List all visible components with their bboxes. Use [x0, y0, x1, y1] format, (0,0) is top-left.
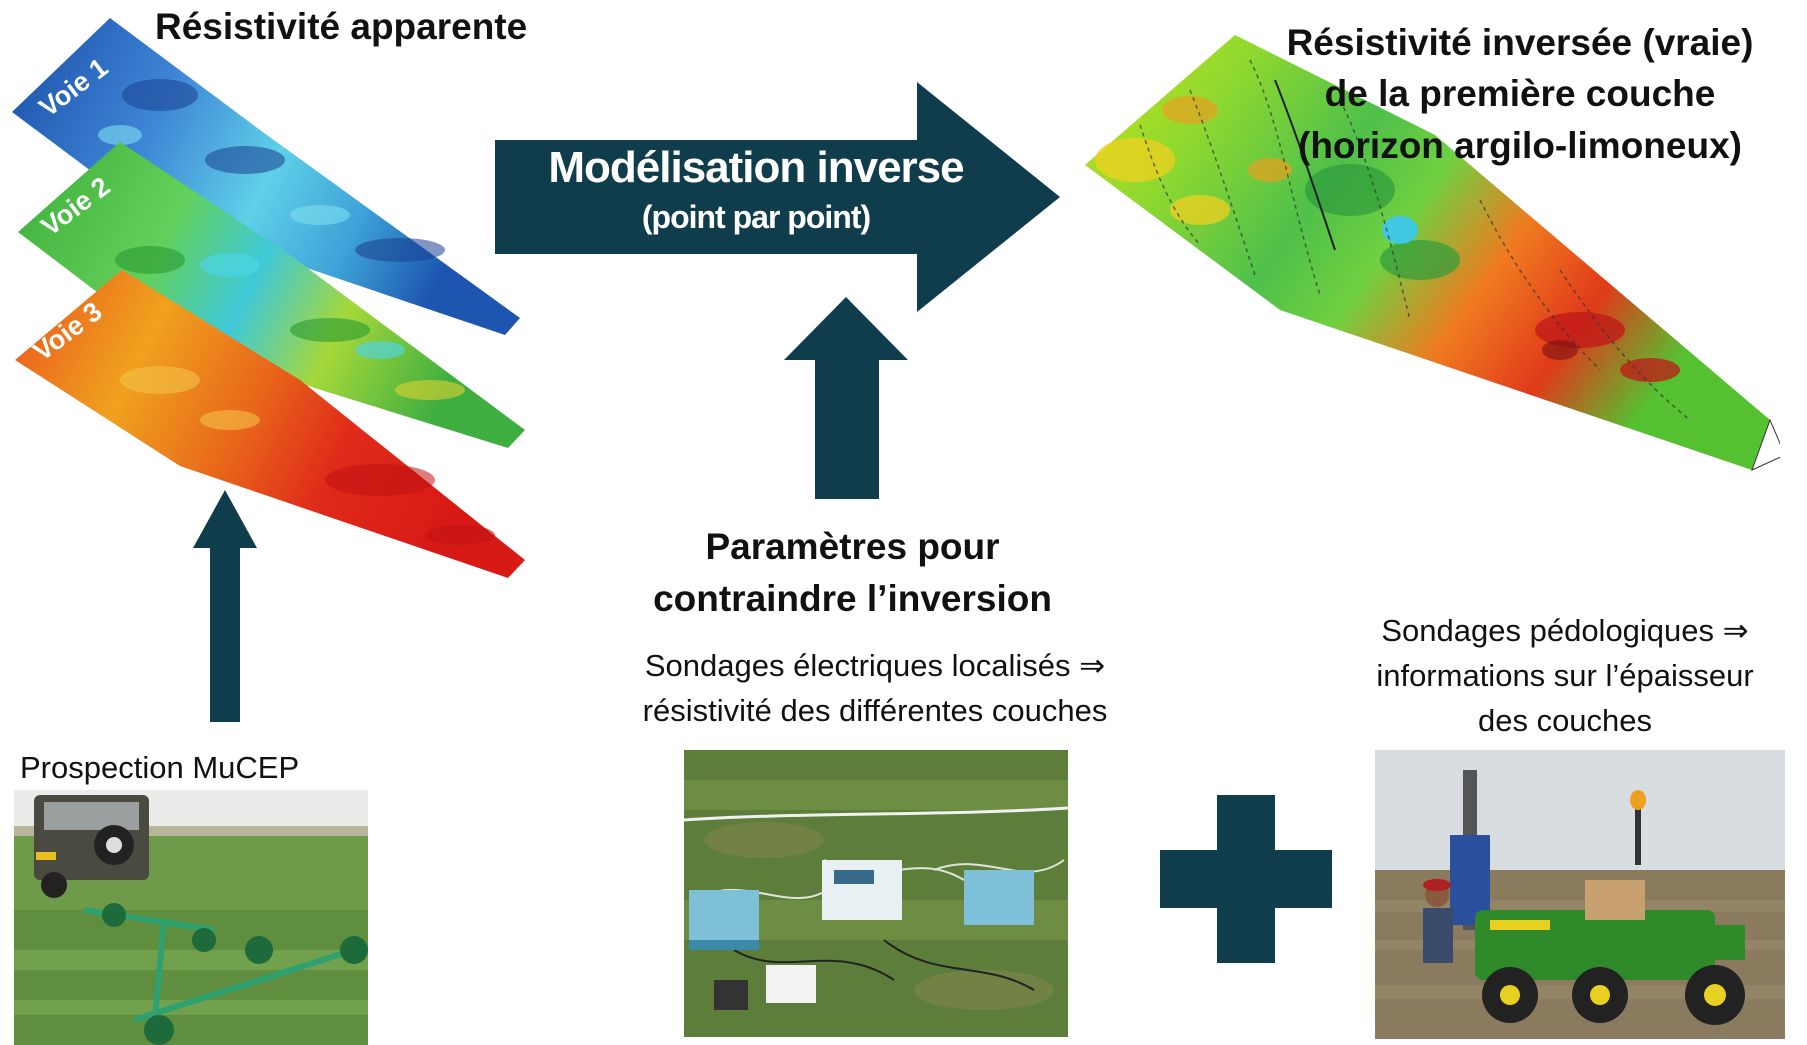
plus-icon	[1160, 795, 1332, 963]
inverse-modeling-arrow	[495, 82, 1060, 312]
pedological-sounding-photo	[1375, 750, 1785, 1039]
inverted-title-line1: Résistivité inversée (vraie)	[1286, 22, 1754, 63]
electrical-line1: Sondages électriques localisés ⇒	[644, 648, 1106, 683]
inverted-title-line3: (horizon argilo-limoneux)	[1298, 125, 1742, 166]
pedological-line1: Sondages pédologiques ⇒	[1381, 613, 1749, 648]
inverted-title-line2: de la première couche	[1324, 73, 1716, 114]
mucep-label: Prospection MuCEP	[20, 750, 300, 785]
pedological-line3: des couches	[1477, 703, 1653, 738]
electrical-line2: résistivité des différentes couches	[642, 693, 1108, 728]
apparent-title: Résistivité apparente	[155, 6, 528, 47]
electrical-sounding-photo	[684, 750, 1068, 1037]
up-arrow-parameters	[784, 297, 908, 499]
mucep-photo	[14, 790, 368, 1045]
apparent-resistivity-maps: Voie 1 Voie 2 Voie 3	[12, 18, 525, 578]
up-arrow-mucep	[193, 490, 257, 722]
lane-2-map	[18, 142, 525, 448]
inverted-resistivity-map	[1085, 35, 1780, 471]
parameters-title-line1: Paramètres pour	[705, 526, 1000, 567]
pedological-line2: informations sur l’épaisseur	[1376, 658, 1754, 693]
arrow-main-sublabel: (point par point)	[641, 199, 871, 235]
parameters-title-line2: contraindre l’inversion	[653, 578, 1052, 619]
lane-3-map	[15, 270, 525, 578]
arrow-main-label: Modélisation inverse	[548, 143, 964, 192]
